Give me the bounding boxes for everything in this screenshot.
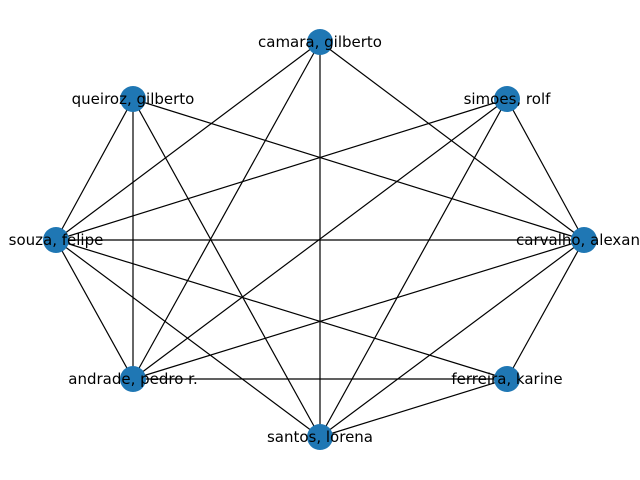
node-label-simoes: simoes, rolf: [464, 90, 552, 108]
node-label-carvalho: carvalho, alexan: [516, 231, 640, 249]
node-label-souza: souza, felipe: [9, 231, 104, 249]
node-marker-andrade: [120, 366, 146, 392]
node-label-ferreira: ferreira, karine: [451, 370, 562, 388]
node-camara: camara, gilberto: [258, 29, 382, 55]
edge-simoes-carvalho: [506, 98, 585, 241]
node-marker-simoes: [494, 86, 520, 112]
node-marker-ferreira: [494, 366, 520, 392]
node-ferreira: ferreira, karine: [451, 366, 563, 392]
edge-souza-santos: [55, 239, 321, 438]
node-marker-santos: [307, 424, 333, 450]
edge-carvalho-andrade: [132, 239, 585, 380]
edge-simoes-santos: [319, 98, 508, 438]
edge-queiroz-souza: [55, 98, 134, 241]
nodes-layer: camara, gilberto simoes, rolf carvalho, al…: [9, 29, 640, 450]
node-marker-carvalho: [571, 227, 597, 253]
node-marker-queiroz: [120, 86, 146, 112]
node-label-queiroz: queiroz, gilberto: [72, 90, 195, 108]
node-label-camara: camara, gilberto: [258, 33, 382, 51]
node-marker-souza: [43, 227, 69, 253]
edge-simoes-andrade: [132, 98, 508, 380]
edge-queiroz-santos: [132, 98, 321, 438]
node-santos: santos, lorena: [267, 424, 373, 450]
node-simoes: simoes, rolf: [464, 86, 552, 112]
edge-simoes-souza: [55, 98, 508, 241]
edges-layer: [55, 41, 585, 438]
edge-souza-ferreira: [55, 239, 508, 380]
edge-carvalho-ferreira: [506, 239, 585, 380]
edge-carvalho-santos: [319, 239, 585, 438]
node-carvalho: carvalho, alexan: [516, 227, 640, 253]
node-andrade: andrade, pedro r.: [68, 366, 198, 392]
edge-camara-andrade: [132, 41, 321, 380]
node-marker-camara: [307, 29, 333, 55]
node-queiroz: queiroz, gilberto: [72, 86, 195, 112]
edge-queiroz-carvalho: [132, 98, 585, 241]
node-label-andrade: andrade, pedro r.: [68, 370, 197, 388]
edge-souza-andrade: [55, 239, 134, 380]
edge-camara-souza: [55, 41, 321, 241]
node-souza: souza, felipe: [9, 227, 104, 253]
edge-camara-carvalho: [319, 41, 585, 241]
edge-santos-ferreira: [319, 378, 508, 438]
node-label-santos: santos, lorena: [267, 428, 373, 446]
